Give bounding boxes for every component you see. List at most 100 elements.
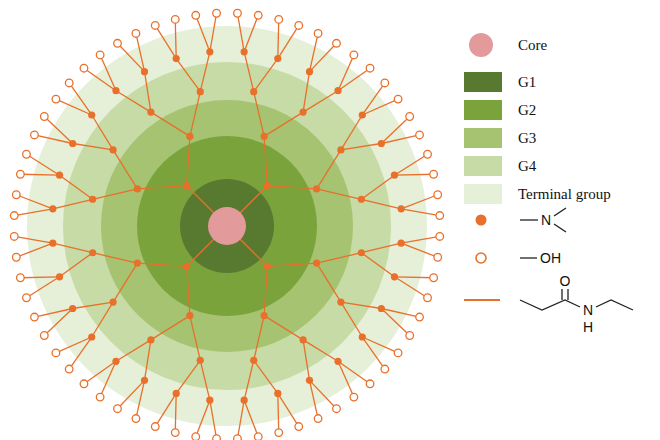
hydroxyl-terminal <box>213 9 221 17</box>
hydroxyl-terminal <box>254 12 262 20</box>
hydroxyl-terminal <box>151 423 159 431</box>
amide-bond <box>264 316 303 340</box>
hydroxyl-terminal <box>65 79 73 87</box>
amide-bond <box>244 400 258 437</box>
amide-bond <box>341 302 381 308</box>
hydroxyl-terminal <box>17 274 25 282</box>
amine-node <box>173 390 180 397</box>
amide-bond <box>381 135 419 144</box>
amine-node <box>250 88 257 95</box>
amide-bond <box>44 116 72 143</box>
legend-text: G4 <box>518 159 536 174</box>
amide-bond <box>309 380 318 418</box>
hydroxyl-terminal <box>80 380 88 388</box>
hydroxyl-terminal <box>394 95 402 103</box>
legend-text: G1 <box>518 75 536 90</box>
amide-bond <box>237 13 244 52</box>
amine-node <box>134 260 141 267</box>
hydroxyl-terminal <box>114 40 122 48</box>
hydroxyl-terminal <box>350 393 358 401</box>
amide-bond <box>53 199 93 209</box>
hydroxyl-terminal <box>394 349 402 357</box>
amine-node <box>134 185 141 192</box>
amine-node <box>241 48 248 55</box>
legend-text: G2 <box>518 103 536 118</box>
amine-node <box>358 249 365 256</box>
amine-node <box>88 111 95 118</box>
hydroxyl-terminal <box>381 79 389 87</box>
amide-bond <box>394 276 433 278</box>
legend-text: Core <box>518 38 547 53</box>
legend-text: G3 <box>518 131 536 146</box>
amine-node <box>69 140 76 147</box>
amide-bond <box>278 393 299 426</box>
hydroxyl-terminal <box>275 16 283 24</box>
hydroxyl-terminal <box>10 233 18 241</box>
amide-bond <box>264 136 267 185</box>
amide-bond <box>341 144 381 150</box>
hydroxyl-terminal <box>424 294 432 302</box>
amide-bond <box>277 393 279 432</box>
amide-bond <box>84 361 116 384</box>
amide-bond <box>136 380 145 418</box>
amide-bond <box>187 136 190 185</box>
amide-bond <box>190 92 200 137</box>
atom-label: H <box>583 320 593 334</box>
hydroxyl-terminal <box>430 170 438 178</box>
amine-node <box>359 111 366 118</box>
amide-bond <box>401 236 440 243</box>
amide-bond <box>16 195 53 209</box>
hydroxyl-terminal <box>65 365 73 373</box>
hydroxyl-terminal <box>314 415 322 423</box>
amide-bond <box>338 361 354 397</box>
amine-node <box>147 108 154 115</box>
amide-bond <box>151 316 190 340</box>
hydroxyl-terminal <box>52 349 60 357</box>
hydroxyl-terminal <box>416 131 424 139</box>
legend-swatch <box>464 128 502 148</box>
amide-bond <box>117 380 144 408</box>
amide-bond <box>113 150 137 189</box>
amine-node <box>197 357 204 364</box>
amide-bond <box>200 360 210 400</box>
amide-bond <box>254 316 264 361</box>
amine-node <box>49 205 56 212</box>
amide-bond <box>381 116 409 143</box>
amine-node <box>398 240 405 247</box>
amide-bond <box>155 25 176 58</box>
hydroxyl-terminal <box>416 313 424 321</box>
amide-bond <box>267 263 316 266</box>
generation-bands <box>27 26 427 426</box>
amide-bond <box>244 360 254 400</box>
amide-bond <box>116 340 151 361</box>
amide-bond <box>92 302 113 337</box>
amine-node <box>274 390 281 397</box>
hydroxyl-terminal <box>41 332 49 340</box>
amide-bond <box>14 236 53 243</box>
hydroxyl-terminal <box>192 12 200 20</box>
legend-swatch <box>464 184 502 204</box>
amide-bond <box>303 340 338 361</box>
amine-node <box>313 185 320 192</box>
hydroxyl-terminal <box>295 22 303 30</box>
hydroxyl-terminal <box>436 212 444 220</box>
legend-swatch <box>464 156 502 176</box>
amide-bond <box>394 277 427 298</box>
amine-node <box>186 312 193 319</box>
amide-bond <box>145 340 151 380</box>
amide-bond <box>175 19 177 58</box>
amine-node <box>89 196 96 203</box>
amine-node <box>334 87 341 94</box>
amide-bond <box>254 92 264 137</box>
amine-node <box>197 88 204 95</box>
amide-bond <box>401 243 438 257</box>
hydroxyl-terminal <box>80 64 88 72</box>
amine-node <box>183 263 190 270</box>
hydroxyl-terminal <box>366 380 374 388</box>
amine-node <box>261 133 268 140</box>
hydroxyl-terminal <box>52 95 60 103</box>
amine-node <box>186 133 193 140</box>
amide-bond <box>20 174 59 176</box>
hydroxyl-terminal <box>213 435 221 440</box>
